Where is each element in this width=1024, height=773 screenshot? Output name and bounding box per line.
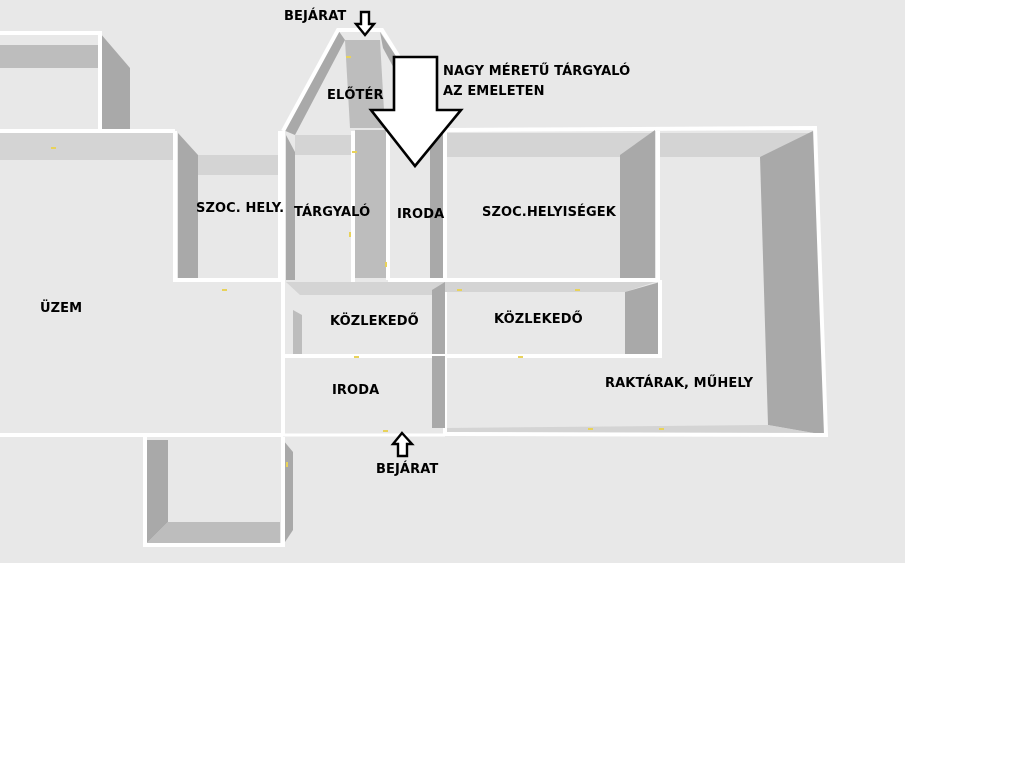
entrance-bottom-arrow-icon [390,431,415,458]
top-left-annex [0,31,130,130]
room-targyalo [281,130,388,435]
room-iroda-lower [432,356,445,428]
upper-floor-arrow-icon [368,55,464,169]
meeting-upstairs-label-line1: NAGY MÉRETŰ TÁRGYALÓ [443,64,631,79]
bottom-annex [143,437,293,547]
main-building-walls [0,125,829,438]
meeting-room-label: TÁRGYALÓ [294,205,371,220]
room-szoc-helyisegek [620,130,660,280]
light-fixtures [51,56,664,467]
meeting-upstairs-label-line2: AZ EMELETEN [443,84,545,99]
entrance-top-label: BEJÁRAT [284,9,347,24]
storage-workshop-label: RAKTÁRAK, MŰHELY [605,376,754,391]
entrance-bottom-label: BEJÁRAT [376,462,439,477]
entrance-top-arrow-icon [353,10,377,37]
social-small-label: SZOC. HELY. [196,201,285,216]
corridor-left-label: KÖZLEKEDŐ [330,314,419,329]
plant-label: ÜZEM [40,301,83,316]
lobby-label: ELŐTÉR [327,88,384,103]
office-upper-label: IRODA [397,207,445,222]
corridor-right-label: KÖZLEKEDŐ [494,312,583,327]
social-large-label: SZOC.HELYISÉGEK [482,205,616,220]
office-lower-label: IRODA [332,383,380,398]
corridor-walls [283,280,662,358]
room-szoc-hely [173,131,283,282]
